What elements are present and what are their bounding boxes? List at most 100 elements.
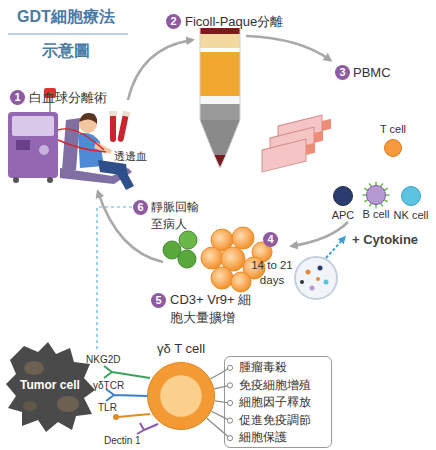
flask-cap	[306, 143, 315, 155]
dectin-receptor	[137, 423, 158, 434]
callout-number: 3	[335, 65, 350, 80]
callout-number: 4	[263, 232, 278, 247]
diagram-title: GDT細胞療法 示意圖	[12, 0, 120, 68]
leader-line	[97, 207, 132, 352]
callout-number: 2	[166, 14, 181, 29]
gd-t-cell	[231, 272, 251, 292]
tube-cone	[200, 120, 240, 155]
apc-cell-outline	[333, 186, 353, 206]
tumor-patch	[24, 361, 44, 375]
tlr-receptor	[118, 414, 150, 417]
duration-label: 14 to 21 days	[249, 258, 295, 288]
tube-cap	[109, 111, 117, 116]
blood-tube	[117, 114, 129, 143]
culture-dish	[295, 257, 337, 299]
list-item: 免疫細胞增殖	[225, 377, 331, 395]
cell-body	[402, 187, 421, 206]
receptor-label: γδTCR	[93, 380, 124, 392]
flask-cap	[314, 131, 323, 143]
cytokine-label: + Cytokine	[352, 232, 418, 247]
nk-cell: NK cell	[401, 186, 421, 206]
dish-cell	[306, 270, 311, 275]
gd-t-cell	[201, 247, 223, 269]
t-cell: T cell	[384, 139, 402, 157]
step-label: Ficoll-Paque分離	[185, 14, 283, 29]
dish-cell	[324, 280, 329, 285]
cell-core	[160, 375, 202, 417]
cell-label: Tumor cell	[4, 378, 96, 392]
cell-spike	[384, 188, 387, 190]
blood-line	[58, 140, 106, 152]
gd-t-cell-outline	[147, 362, 215, 430]
connector	[207, 368, 230, 438]
culture-flask	[262, 137, 315, 172]
nk-cell-outline	[401, 186, 421, 206]
bullet-dot	[227, 418, 232, 423]
cell-heading: γδ T cell	[157, 341, 205, 356]
tumor-patch	[23, 401, 37, 411]
cell-spike	[384, 200, 387, 202]
cell-label: NK cell	[394, 209, 429, 222]
cell-spike	[363, 194, 367, 196]
rbc-tip	[214, 155, 226, 168]
step-label: PBMC	[353, 65, 391, 80]
flask-cap	[322, 119, 331, 131]
cell-label: APC	[332, 209, 355, 222]
tube-cap	[122, 111, 131, 118]
bullet-dot	[227, 365, 232, 370]
dish-cell	[316, 277, 320, 281]
b-cell: B cell	[366, 185, 386, 205]
buffy-layer	[200, 48, 240, 52]
cell-spike	[375, 182, 377, 186]
cycle-arrow	[246, 36, 330, 60]
blood-tube	[110, 114, 116, 142]
gray-layer	[200, 104, 240, 120]
step-label: CD3+ Vr9+ 細胞大量擴增	[170, 291, 260, 327]
title-underline	[8, 34, 128, 35]
gd-t-cell	[211, 267, 233, 289]
b-cell-outline	[366, 185, 386, 205]
bullet-dot	[227, 383, 232, 388]
cell-body	[385, 140, 402, 157]
function-list-box: 腫瘤毒殺免疫細胞增殖細胞因子釋放促進免疫調節細胞保護	[224, 356, 332, 448]
receptor-label: Dectin 1	[104, 435, 141, 447]
receptor-label: NKG2D	[86, 354, 120, 366]
nkg2d-receptor	[104, 366, 150, 378]
dish-cell	[300, 280, 304, 284]
step-label: 白血球分離術	[29, 90, 107, 105]
tumor-cell: Tumor cell	[4, 338, 96, 433]
ficoll-layer	[200, 52, 240, 96]
cell-body	[367, 186, 386, 205]
cell-spike	[369, 203, 371, 206]
tlr-receptor	[113, 414, 119, 420]
callout-number: 1	[10, 90, 25, 105]
machine-panel	[12, 116, 54, 136]
apc-cell: APC	[333, 186, 353, 206]
bullet-dot	[227, 400, 232, 405]
blood-line	[58, 129, 104, 150]
dish-cell	[310, 286, 315, 291]
cycle-arrow	[128, 40, 192, 100]
cell-label: B cell	[363, 208, 390, 221]
list-item: 細胞因子釋放	[225, 394, 331, 412]
cytokine-arrow	[326, 238, 344, 258]
apheresis-machine	[8, 112, 58, 178]
plasma-layer	[200, 34, 240, 48]
cell-label: T cell	[380, 123, 406, 136]
infused-cell	[179, 231, 197, 249]
bullet-dot	[227, 436, 232, 441]
gd-t-cell: γδ T cell	[147, 362, 215, 430]
patient-hair	[79, 113, 97, 124]
cell-spike	[364, 200, 367, 202]
t-cell-outline	[384, 139, 402, 157]
cell-body	[334, 187, 353, 206]
callout-number: 6	[133, 200, 148, 215]
machine-wheel	[13, 177, 19, 183]
machine-knob	[39, 145, 49, 155]
blood-tube	[116, 111, 130, 143]
dish-cell	[318, 266, 323, 271]
white-band	[200, 96, 240, 104]
cell-spike	[381, 183, 383, 186]
list-item: 細胞保護	[225, 429, 331, 447]
